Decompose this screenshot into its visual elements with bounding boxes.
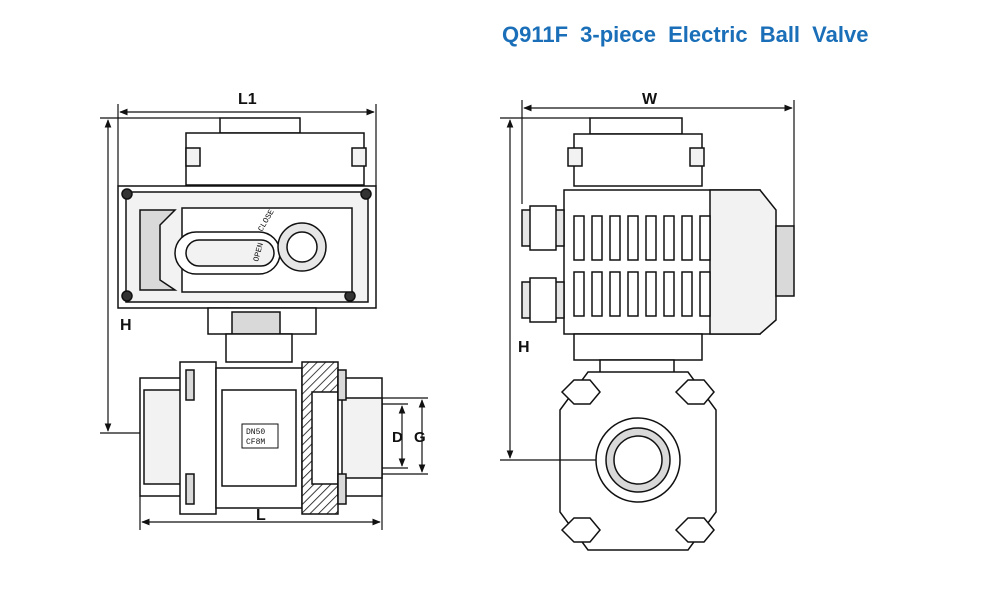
diagram-title: Q911F 3-piece Electric Ball Valve: [502, 22, 869, 47]
cable-glands: [521, 205, 565, 323]
body-marking-size: DN50: [246, 428, 265, 437]
valve-body-front: DN50 CF8M: [139, 361, 383, 515]
dim-label-l1: L1: [238, 91, 257, 108]
dim-label-l: L: [256, 507, 266, 524]
cooling-fins: [573, 215, 711, 317]
body-marking-material: CF8M: [246, 438, 265, 447]
dim-label-d: D: [392, 429, 403, 446]
front-dimensions: [100, 104, 428, 530]
side-view: [521, 117, 795, 551]
front-view: CLOSE OPEN DN50 CF8M: [117, 117, 383, 515]
side-actuator: [521, 189, 795, 335]
side-top-cover: [567, 117, 705, 187]
side-dimensions: [500, 100, 795, 461]
side-valve-body: [559, 371, 717, 551]
dim-label-h-side: H: [518, 339, 530, 356]
stem-bracket: [207, 307, 317, 363]
dim-label-w: W: [642, 91, 658, 108]
actuator-top-cover: [185, 117, 367, 190]
dim-label-g: G: [414, 429, 426, 446]
actuator-housing: CLOSE OPEN: [117, 185, 377, 309]
dim-label-h-front: H: [120, 317, 132, 334]
